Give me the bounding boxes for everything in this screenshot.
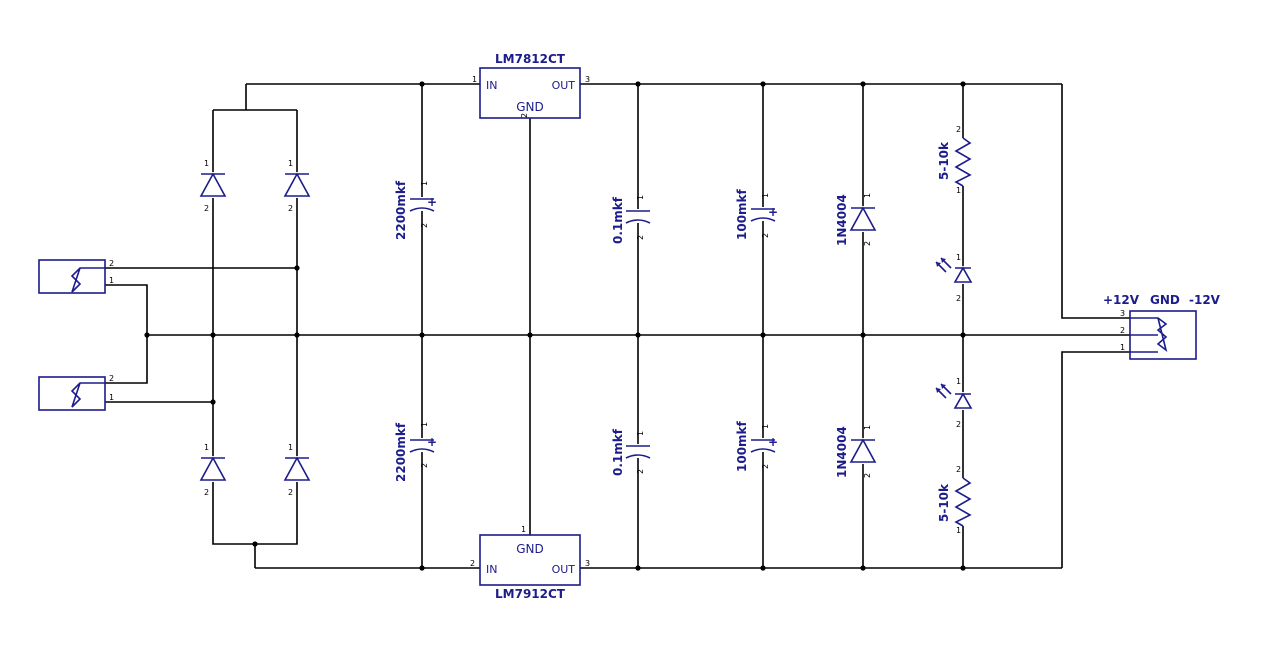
svg-text:2: 2 — [956, 420, 961, 429]
svg-text:GND: GND — [1150, 293, 1180, 307]
svg-text:LM7912CT: LM7912CT — [495, 587, 566, 601]
svg-text:1: 1 — [956, 253, 961, 262]
svg-text:1: 1 — [1120, 343, 1125, 352]
diode-1n4004-bottom: 1 2 1N4004 — [835, 425, 877, 478]
svg-text:0.1mkf: 0.1mkf — [611, 196, 625, 244]
input-connector-2: 2 1 — [38, 374, 114, 411]
bridge-diode-bl: 1 2 — [199, 443, 227, 497]
bridge-diode-tr: 1 2 — [283, 159, 311, 213]
resistor-bottom: 2 1 5-10k — [937, 465, 973, 535]
input-connector-1: 2 1 — [38, 259, 114, 294]
svg-text:3: 3 — [585, 559, 590, 568]
cap-film-bottom: 1 2 0.1mkf — [611, 428, 651, 476]
svg-text:5-10k: 5-10k — [937, 141, 951, 180]
svg-text:1: 1 — [204, 159, 209, 168]
svg-text:-12V: -12V — [1189, 293, 1221, 307]
svg-text:2: 2 — [863, 473, 872, 478]
svg-text:+: + — [768, 205, 778, 219]
svg-text:1: 1 — [109, 393, 114, 402]
svg-text:2: 2 — [761, 464, 770, 469]
svg-text:2200mkf: 2200mkf — [394, 422, 408, 482]
svg-text:+: + — [768, 435, 778, 449]
svg-text:1: 1 — [956, 526, 961, 535]
svg-text:2: 2 — [520, 113, 529, 118]
cap-bulk-top: 1 2 2200mkf + — [394, 180, 437, 240]
bridge-diode-tl: 1 2 — [199, 159, 227, 213]
svg-text:1: 1 — [636, 431, 645, 436]
svg-text:1: 1 — [420, 422, 429, 427]
regulator-lm7912: LM7912CT IN OUT GND 2 3 1 — [470, 525, 590, 601]
svg-text:2: 2 — [470, 559, 475, 568]
svg-text:2200mkf: 2200mkf — [394, 180, 408, 240]
diode-1n4004-top: 1 2 1N4004 — [835, 193, 877, 246]
svg-text:5-10k: 5-10k — [937, 483, 951, 522]
svg-text:3: 3 — [1120, 309, 1125, 318]
svg-text:+: + — [427, 435, 437, 449]
svg-text:2: 2 — [109, 259, 114, 268]
cap-film-top: 1 2 0.1mkf — [611, 195, 651, 244]
led-bottom: 1 2 — [935, 377, 973, 429]
svg-text:2: 2 — [420, 463, 429, 468]
svg-text:1: 1 — [420, 181, 429, 186]
svg-text:IN: IN — [486, 563, 497, 576]
svg-text:1: 1 — [761, 193, 770, 198]
svg-text:2: 2 — [204, 204, 209, 213]
wires — [105, 83, 1130, 569]
svg-text:1: 1 — [472, 75, 477, 84]
cap-out-bottom: 1 2 100mkf + — [735, 420, 778, 472]
svg-text:2: 2 — [761, 233, 770, 238]
svg-text:1: 1 — [521, 525, 526, 534]
resistor-top: 2 1 5-10k — [937, 125, 973, 195]
svg-text:2: 2 — [636, 235, 645, 240]
svg-text:100mkf: 100mkf — [735, 188, 749, 240]
svg-text:2: 2 — [288, 488, 293, 497]
svg-text:1: 1 — [636, 195, 645, 200]
svg-text:100mkf: 100mkf — [735, 420, 749, 472]
svg-text:2: 2 — [956, 125, 961, 134]
svg-text:2: 2 — [1120, 326, 1125, 335]
bridge-diode-br: 1 2 — [283, 443, 311, 497]
svg-text:GND: GND — [516, 542, 544, 556]
led-top: 1 2 — [935, 253, 973, 303]
svg-text:2: 2 — [956, 465, 961, 474]
svg-text:GND: GND — [516, 100, 544, 114]
svg-text:1: 1 — [956, 186, 961, 195]
svg-text:2: 2 — [956, 294, 961, 303]
cap-bulk-bottom: 1 2 2200mkf + — [394, 422, 437, 482]
svg-text:+12V: +12V — [1103, 293, 1140, 307]
svg-text:1: 1 — [956, 377, 961, 386]
svg-text:OUT: OUT — [552, 79, 576, 92]
svg-text:LM7812CT: LM7812CT — [495, 52, 566, 66]
svg-text:1: 1 — [761, 424, 770, 429]
svg-text:1N4004: 1N4004 — [835, 194, 849, 246]
svg-text:1: 1 — [288, 159, 293, 168]
svg-text:+: + — [427, 195, 437, 209]
svg-text:2: 2 — [204, 488, 209, 497]
cap-out-top: 1 2 100mkf + — [735, 188, 778, 240]
svg-text:1: 1 — [109, 276, 114, 285]
junctions — [144, 81, 966, 571]
svg-text:1: 1 — [204, 443, 209, 452]
regulator-lm7812: LM7812CT IN OUT GND 1 3 2 — [472, 52, 590, 119]
svg-text:0.1mkf: 0.1mkf — [611, 428, 625, 476]
svg-text:IN: IN — [486, 79, 497, 92]
svg-text:2: 2 — [288, 204, 293, 213]
svg-text:1: 1 — [863, 193, 872, 198]
svg-text:1N4004: 1N4004 — [835, 426, 849, 478]
svg-text:2: 2 — [420, 223, 429, 228]
svg-text:3: 3 — [585, 75, 590, 84]
svg-text:1: 1 — [863, 425, 872, 430]
output-connector: 3 2 1 +12V GND -12V — [1103, 293, 1221, 360]
svg-text:1: 1 — [288, 443, 293, 452]
svg-text:2: 2 — [109, 374, 114, 383]
svg-text:OUT: OUT — [552, 563, 576, 576]
svg-text:2: 2 — [863, 241, 872, 246]
svg-text:2: 2 — [636, 469, 645, 474]
